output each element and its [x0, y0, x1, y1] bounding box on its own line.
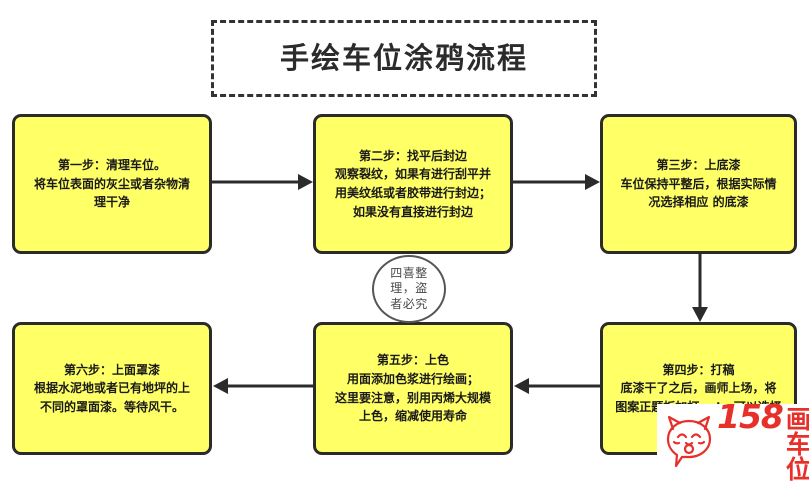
logo-watermark: 158 画车位 [657, 400, 809, 482]
cat-face-icon [666, 415, 712, 468]
flow-node-step-5: 第五步：上色 用面添加色浆进行绘画； 这里要注意，别用丙烯大规模 上色，缩减使用… [313, 322, 513, 455]
circle-watermark: 四喜整 理，盗 者必究 [372, 255, 446, 323]
circle-watermark-text: 四喜整 理，盗 者必究 [390, 265, 428, 311]
flow-node-step-3-text: 第三步：上底漆 车位保持平整后，根据实际情 况选择相应 的底漆 [620, 158, 777, 210]
arrow-step5-to-step6 [212, 376, 314, 396]
flow-node-step-2: 第二步：找平后封边 观察裂纹，如果有进行刮平并 用美纹纸或者胶带进行封边； 如果… [313, 114, 513, 254]
page-title: 手绘车位涂鸦流程 [279, 40, 528, 75]
logo-chinese-text: 画车位 [785, 405, 809, 484]
flow-node-step-3: 第三步：上底漆 车位保持平整后，根据实际情 况选择相应 的底漆 [600, 114, 797, 254]
chart-title-box: 手绘车位涂鸦流程 [211, 20, 597, 97]
flow-node-step-6: 第六步：上面罩漆 根据水泥地或者已有地坪的上 不同的罩面漆。等待风干。 [12, 322, 212, 455]
arrow-step4-to-step5 [513, 376, 601, 396]
flow-node-step-1: 第一步：清理车位。 将车位表面的灰尘或者杂物清 理干净 [12, 114, 212, 254]
flow-node-step-2-text: 第二步：找平后封边 观察裂纹，如果有进行刮平并 用美纹纸或者胶带进行封边； 如果… [334, 148, 491, 219]
logo-number: 158 [717, 397, 784, 436]
flow-node-step-1-text: 第一步：清理车位。 将车位表面的灰尘或者杂物清 理干净 [33, 158, 190, 210]
flow-node-step-6-text: 第六步：上面罩漆 根据水泥地或者已有地坪的上 不同的罩面漆。等待风干。 [33, 362, 190, 414]
flow-node-step-5-text: 第五步：上色 用面添加色浆进行绘画； 这里要注意，别用丙烯大规模 上色，缩减使用… [334, 353, 491, 424]
arrow-step2-to-step3 [513, 172, 601, 192]
logo-wordmark: 158 画车位 [717, 400, 809, 482]
arrow-step3-to-step4 [690, 253, 710, 323]
arrow-step1-to-step2 [212, 172, 314, 192]
